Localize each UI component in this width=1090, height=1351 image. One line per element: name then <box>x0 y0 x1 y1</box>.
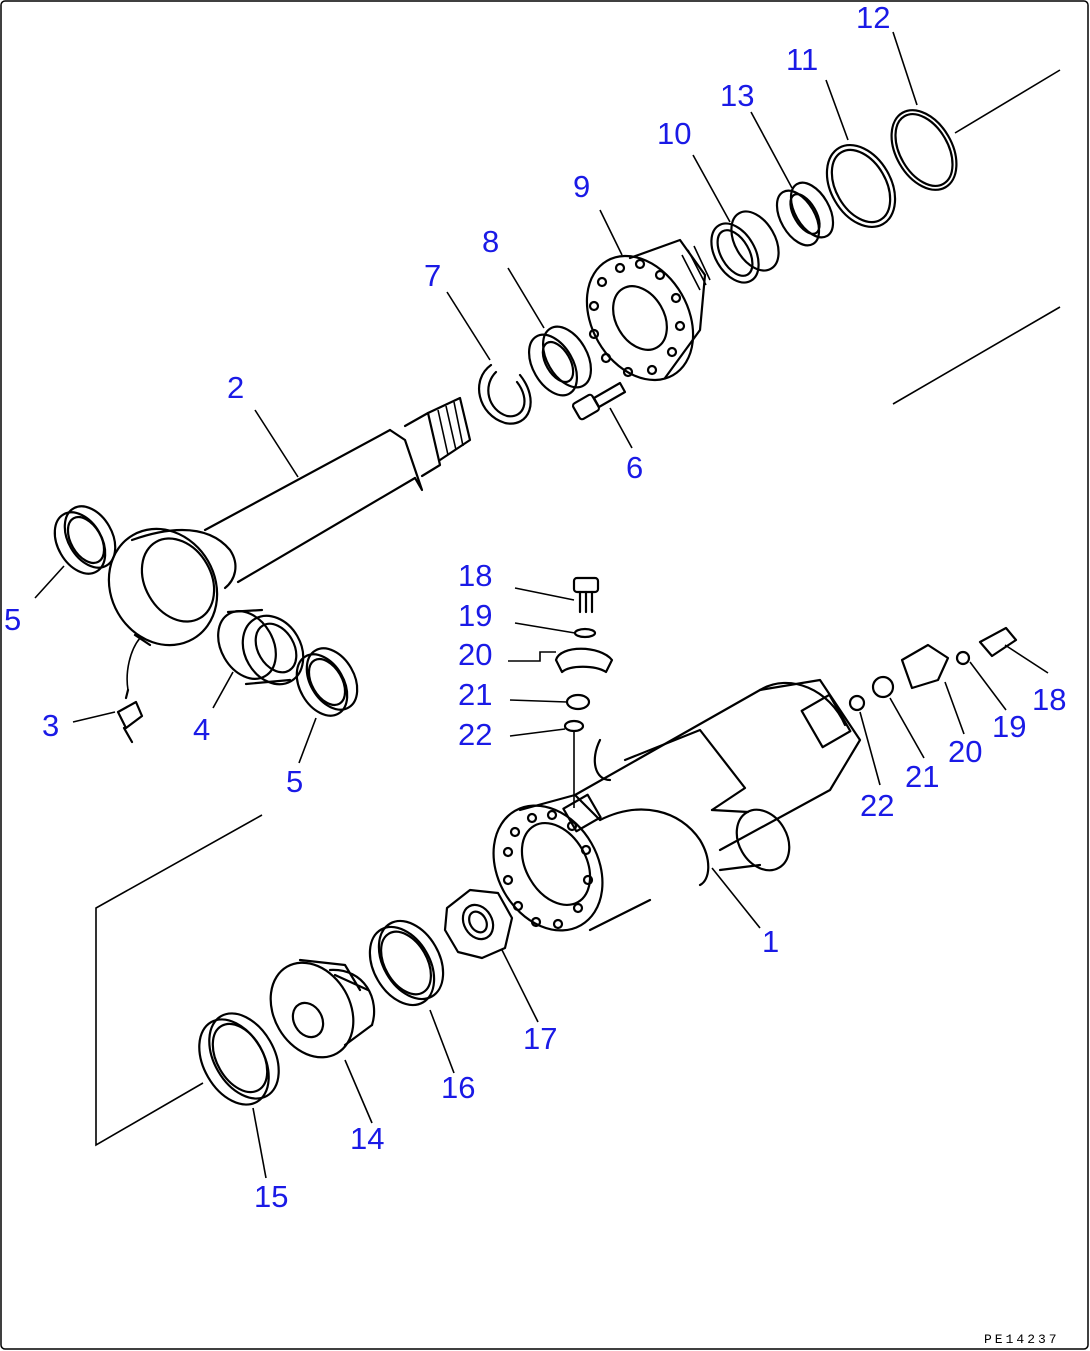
part-7-snap-ring <box>477 363 532 425</box>
part-12-o-ring <box>890 109 958 191</box>
part-2-piston-rod <box>107 396 472 647</box>
fastener-stack-right <box>848 626 1018 712</box>
axis-lines <box>95 69 1061 1147</box>
callouts: 12 11 13 10 9 8 7 2 6 5 3 4 5 18 19 20 2… <box>4 0 1066 1214</box>
callout-2: 2 <box>227 370 244 405</box>
callout-20-top: 20 <box>458 637 492 672</box>
callout-1: 1 <box>762 924 779 959</box>
part-5-dust-seal-right <box>295 647 359 717</box>
part-1-cylinder-tube <box>492 678 862 932</box>
part-9-cylinder-head <box>585 238 711 382</box>
callout-21-top: 21 <box>458 677 492 712</box>
part-10-bushing <box>710 210 780 284</box>
callout-10: 10 <box>657 116 691 151</box>
part-8-seal <box>527 325 593 397</box>
fastener-stack-top <box>554 576 614 808</box>
part-14-piston <box>269 958 376 1059</box>
callout-6: 6 <box>626 450 643 485</box>
callout-20-right: 20 <box>948 734 982 769</box>
part-3-grease-fitting <box>116 637 144 744</box>
callout-5-right: 5 <box>286 764 303 799</box>
callout-4: 4 <box>193 712 210 747</box>
part-16-wear-ring <box>368 919 445 1007</box>
callout-5-left: 5 <box>4 602 21 637</box>
part-6-bolt <box>571 381 627 421</box>
callout-18-top: 18 <box>458 558 492 593</box>
part-17-nut <box>443 888 514 960</box>
callout-17: 17 <box>523 1021 557 1056</box>
drawing-code: PE14237 <box>984 1332 1060 1347</box>
part-13-rod-packing <box>775 181 835 247</box>
callout-8: 8 <box>482 224 499 259</box>
callout-22-top: 22 <box>458 717 492 752</box>
part-11-ring <box>825 143 897 229</box>
callout-19-right: 19 <box>992 709 1026 744</box>
callout-16: 16 <box>441 1070 475 1105</box>
callout-14: 14 <box>350 1121 384 1156</box>
part-5-dust-seal-left <box>53 505 117 575</box>
callout-9: 9 <box>573 169 590 204</box>
callout-13: 13 <box>720 78 754 113</box>
callout-22-right: 22 <box>860 788 894 823</box>
callout-12: 12 <box>856 0 890 35</box>
callout-3: 3 <box>42 708 59 743</box>
callout-15: 15 <box>254 1179 288 1214</box>
leader-lines <box>34 31 1049 1179</box>
callout-21-right: 21 <box>905 759 939 794</box>
callout-7: 7 <box>424 258 441 293</box>
callout-18-right: 18 <box>1032 682 1066 717</box>
part-15-ring <box>198 1012 280 1106</box>
part-4-bushing <box>217 608 305 686</box>
callout-11: 11 <box>786 42 818 77</box>
callout-19-top: 19 <box>458 598 492 633</box>
